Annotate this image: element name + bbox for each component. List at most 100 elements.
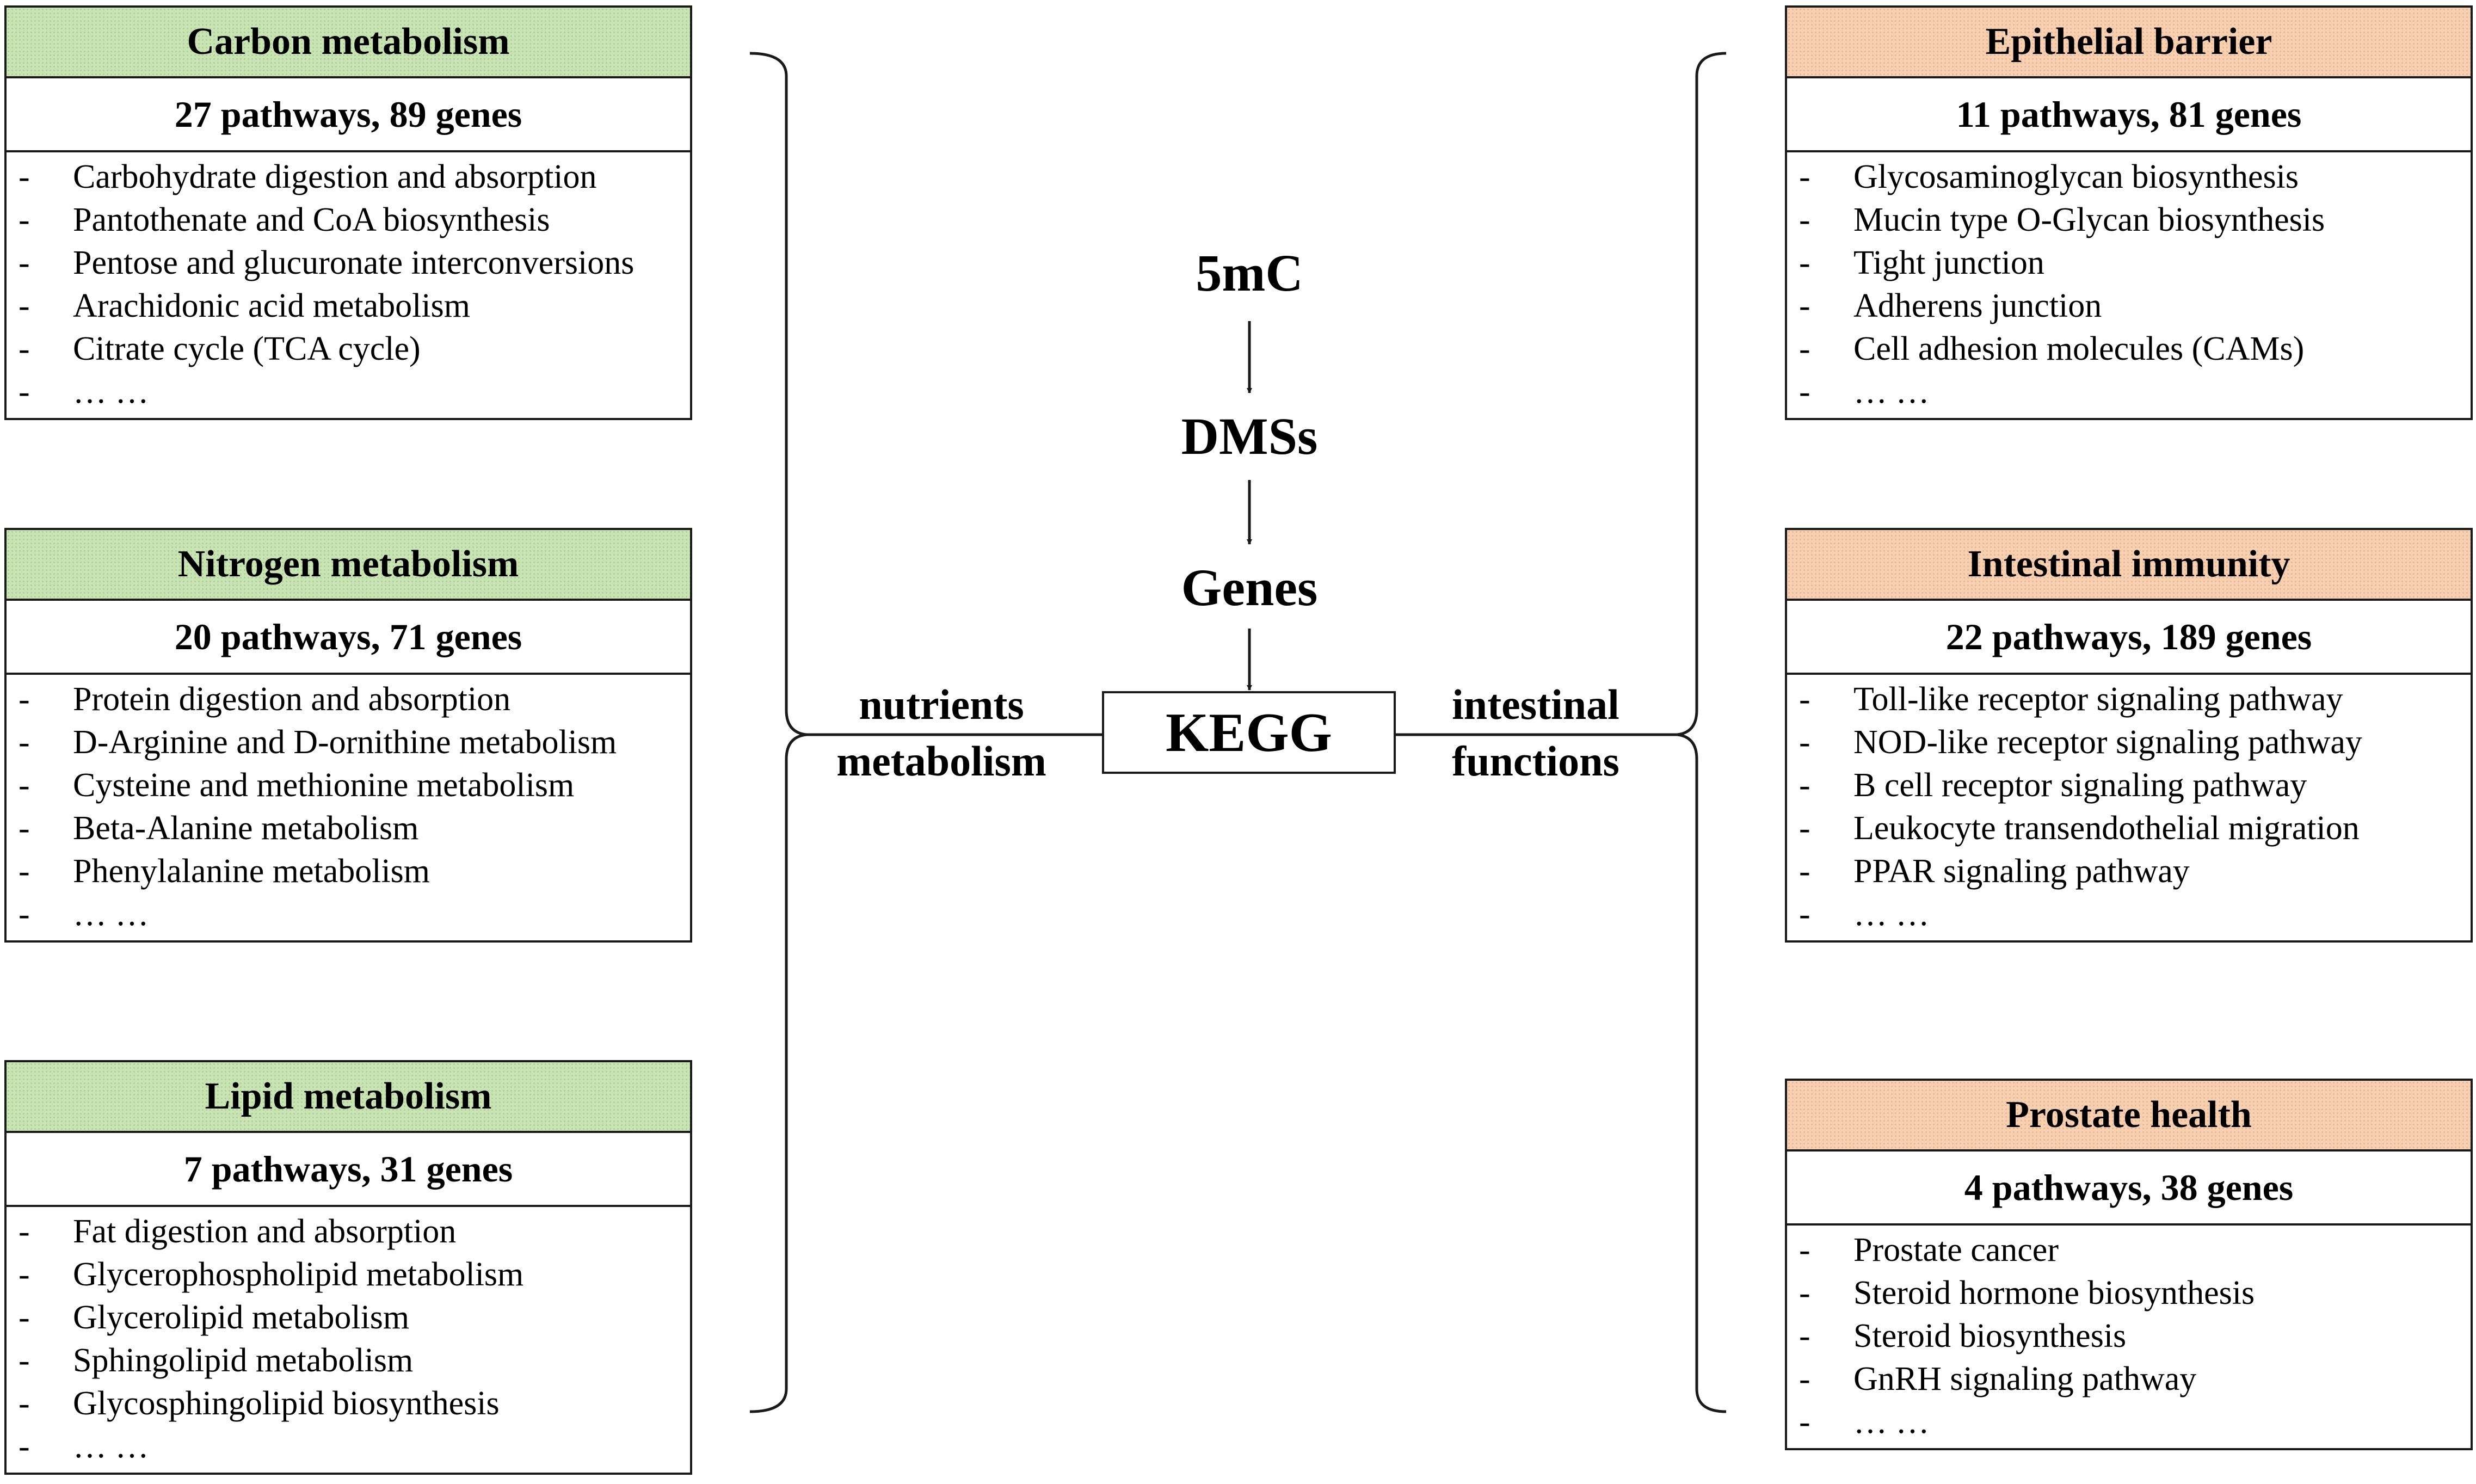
bullet-dash: - [1799,853,1810,890]
list-item: -… … [1787,893,2471,936]
panel-epithelial-barrier: Epithelial barrier 11 pathways, 81 genes… [1785,5,2473,420]
bullet-dash: - [1799,1360,1810,1397]
list-item: - PPAR signaling pathway [1787,850,2471,893]
panel-title: Epithelial barrier [1787,8,2471,78]
bullet-dash: - [1799,158,1810,195]
bullet-dash: - [19,1385,30,1422]
panel-summary: 11 pathways, 81 genes [1787,78,2471,152]
bullet-dash: - [19,681,30,718]
bullet-dash: - [1799,767,1810,804]
bullet-dash: - [1799,244,1810,281]
list-item: -Phenylalanine metabolism [7,850,690,893]
list-item: -… … [7,1425,690,1468]
pathway-name: Glycerolipid metabolism [73,1299,410,1336]
pathway-list: - Prostate cancer - Steroid hormone biosyn… [1787,1226,2471,1448]
bullet-dash: - [19,896,30,933]
pathway-name: Pantothenate and CoA biosynthesis [73,201,550,238]
pathway-name: PPAR signaling pathway [1853,853,2190,890]
step-5mc: 5mC [1196,244,1303,302]
pathway-name: Arachidonic acid metabolism [73,287,470,324]
pathway-name: Steroid biosynthesis [1853,1317,2127,1354]
bullet-dash: - [19,810,30,847]
list-item: - Beta-Alanine metabolism [7,807,690,850]
pathway-name: Leukocyte transendothelial migration [1853,810,2360,847]
list-item: -Mucin type O-Glycan biosynthesis [1787,199,2471,242]
list-item: - GnRH signaling pathway [1787,1358,2471,1401]
list-item: - Glycosphingolipid biosynthesis [7,1382,690,1425]
panel-summary: 7 pathways, 31 genes [7,1133,690,1207]
pathway-name: Carbohydrate digestion and absorption [73,158,597,195]
pathway-list: - Carbohydrate digestion and absorption -… [7,152,690,418]
pathway-name: Prostate cancer [1853,1231,2059,1269]
pathway-name: Sphingolipid metabolism [73,1342,414,1379]
list-item: - Steroid hormone biosynthesis [1787,1272,2471,1315]
list-item: - … … [7,893,690,936]
list-item: - Protein digestion and absorption [7,678,690,721]
pathway-name: Steroid hormone biosynthesis [1853,1274,2255,1311]
pathway-name: … … [73,896,149,933]
bullet-dash: - [1799,330,1810,367]
list-item: - … … [1787,371,2471,414]
bullet-dash: - [1799,724,1810,761]
pathway-name: Protein digestion and absorption [73,681,511,718]
pathway-name: Glycosphingolipid biosynthesis [73,1385,500,1422]
right-label-line-1: intestinal [1452,681,1619,728]
pathway-name: Fat digestion and absorption [73,1213,457,1250]
bullet-dash: - [19,158,30,195]
bullet-dash: - [19,201,30,238]
kegg-hub: KEGG [1102,691,1396,774]
pathway-name: Cell adhesion molecules (CAMs) [1853,330,2305,367]
panel-summary: 22 pathways, 189 genes [1787,601,2471,675]
pathway-name: … … [1853,373,1930,410]
bullet-dash: - [1799,1317,1810,1354]
pathway-list: - Glycosaminoglycan biosynthesis -Mucin t… [1787,152,2471,418]
panel-nitrogen-metabolism: Nitrogen metabolism 20 pathways, 71 gene… [4,528,692,943]
right-label-line-2: functions [1452,737,1619,785]
bullet-dash: - [1799,1274,1810,1311]
bullet-dash: - [1799,1231,1810,1269]
bullet-dash: - [19,1213,30,1250]
bullet-dash: - [19,373,30,410]
pathway-name: GnRH signaling pathway [1853,1360,2197,1397]
panel-title: Carbon metabolism [7,8,690,78]
bullet-dash: - [19,724,30,761]
bullet-dash: - [19,287,30,324]
panel-intestinal-immunity: Intestinal immunity 22 pathways, 189 gen… [1785,528,2473,943]
bullet-dash: - [19,853,30,890]
pathway-name: Citrate cycle (TCA cycle) [73,330,421,367]
pathway-name: Beta-Alanine metabolism [73,810,419,847]
list-item: - Fat digestion and absorption [7,1210,690,1253]
list-item: -… … [7,371,690,414]
panel-prostate-health: Prostate health 4 pathways, 38 genes -Pr… [1785,1079,2473,1450]
panel-title: Prostate health [1787,1081,2471,1152]
pathway-name: Toll-like receptor signaling pathway [1853,681,2343,718]
pathway-name: NOD-like receptor signaling pathway [1853,724,2362,761]
list-item: -Adherens junction [1787,285,2471,328]
list-item: - Arachidonic acid metabolism [7,285,690,328]
bullet-dash: - [19,244,30,281]
pathway-name: Glycosaminoglycan biosynthesis [1853,158,2299,195]
list-item: - Tight junction [1787,242,2471,285]
bullet-dash: - [19,1299,30,1336]
list-item: -Pentose and glucuronate interconversion… [7,242,690,285]
list-item: -… … [1787,1401,2471,1444]
list-item: - Pantothenate and CoA biosynthesis [7,199,690,242]
list-item: -Leukocyte transendothelial migration [1787,807,2471,850]
bullet-dash: - [1799,896,1810,933]
list-item: -Toll-like receptor signaling pathway [1787,678,2471,721]
pathway-list: -Toll-like receptor signaling pathway -N… [1787,675,2471,940]
left-bracket [749,52,807,1413]
list-item: - Glycosaminoglycan biosynthesis [1787,156,2471,199]
pathway-name: Cysteine and methionine metabolism [73,767,575,804]
panel-title: Lipid metabolism [7,1062,690,1133]
panel-title: Intestinal immunity [1787,530,2471,601]
pathway-name: Tight junction [1853,244,2044,281]
bullet-dash: - [19,1342,30,1379]
pathway-name: D-Arginine and D-ornithine metabolism [73,724,617,761]
left-label-line-1: nutrients [859,681,1024,728]
bullet-dash: - [1799,373,1810,410]
panel-lipid-metabolism: Lipid metabolism 7 pathways, 31 genes - F… [4,1060,692,1475]
bullet-dash: - [19,767,30,804]
pathway-name: … … [73,1428,149,1465]
